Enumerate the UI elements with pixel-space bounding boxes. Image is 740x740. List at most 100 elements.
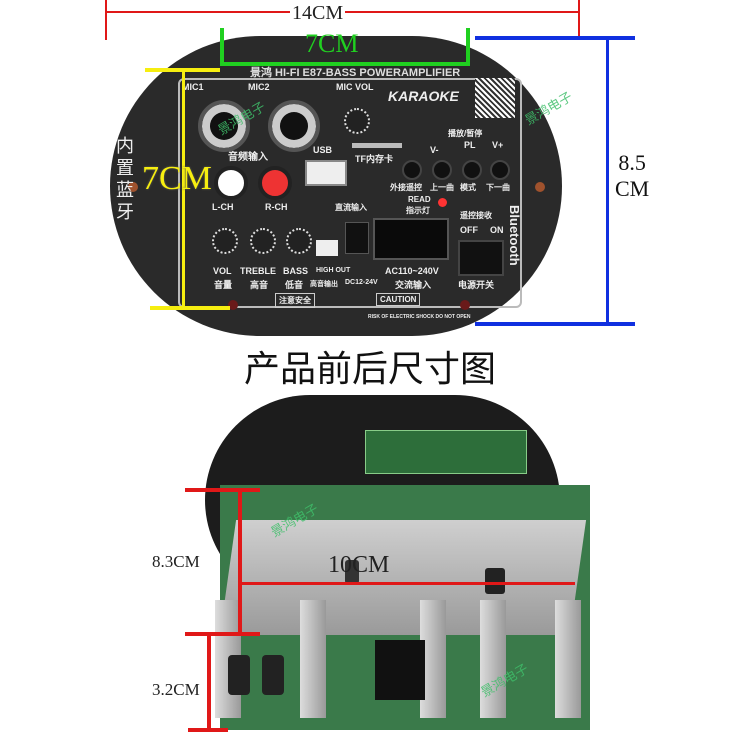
usb-port[interactable] — [305, 160, 347, 186]
label-usb: USB — [313, 145, 333, 155]
bluetooth-module — [365, 430, 527, 474]
dimension-label-14cm: 14CM — [290, 2, 346, 25]
label-remote-rx: 遥控接收 — [460, 211, 492, 220]
heatsink-fin — [555, 600, 581, 718]
label-bass-cn: 低音 — [285, 280, 304, 290]
label-power-switch: 电源开关 — [458, 280, 495, 290]
tf-card-slot[interactable] — [352, 143, 402, 148]
dimension-label-7cm-height: 7CM — [142, 160, 212, 197]
mount-hole — [460, 300, 470, 310]
label-high-out-cn: 高音输出 — [310, 281, 338, 288]
rca-right[interactable] — [258, 166, 292, 200]
capacitor — [485, 568, 505, 594]
power-switch[interactable] — [458, 240, 504, 276]
label-v-minus: V- — [430, 145, 439, 155]
dimension-line-yellow — [150, 306, 230, 310]
mic2-jack[interactable] — [268, 100, 320, 152]
dimension-label-7cm-width: 7CM — [305, 29, 359, 58]
label-vol: VOL — [213, 266, 232, 276]
prev-button[interactable] — [432, 160, 452, 180]
dimension-tick — [578, 0, 580, 40]
dimension-arrow-yellow — [182, 72, 185, 306]
caution-subtext: RISK OF ELECTRIC SHOCK DO NOT OPEN — [368, 314, 471, 320]
dimension-tick — [105, 0, 107, 40]
dimension-line-yellow — [145, 68, 220, 72]
dimension-label-3-2cm: 3.2CM — [150, 680, 202, 700]
ac-socket[interactable] — [373, 218, 449, 260]
label-ac-in: 交流输入 — [395, 280, 432, 290]
high-out-connector[interactable] — [316, 240, 338, 256]
label-bass: BASS — [283, 266, 309, 276]
label-play-pause: 播放/暂停 — [448, 129, 483, 138]
dimension-bracket-7cm — [220, 28, 470, 66]
caution-box: CAUTION — [376, 293, 421, 306]
mount-hole — [128, 182, 138, 192]
amplifier-chip — [375, 640, 425, 700]
bluetooth-label: Bluetooth — [507, 205, 522, 266]
mode-button[interactable] — [462, 160, 482, 180]
dimension-line-blue — [475, 36, 635, 40]
next-button[interactable] — [490, 160, 510, 180]
dimension-label-cm: CM — [615, 176, 650, 201]
label-mic1: MIC1 — [182, 82, 204, 92]
label-rch: R-CH — [265, 202, 288, 212]
capacitor — [345, 560, 359, 584]
mount-hole — [535, 182, 545, 192]
label-ac-range: AC110~240V — [385, 266, 439, 276]
dimension-arrow-blue — [606, 40, 609, 322]
dimension-arrow-8-3 — [238, 492, 242, 632]
label-indicator: 指示灯 — [406, 206, 430, 215]
label-tf: TF内存卡 — [355, 154, 393, 164]
label-audio-in: 音频输入 — [228, 152, 268, 163]
label-mode: 模式 — [460, 183, 476, 192]
heatsink-fin — [480, 600, 506, 718]
label-dc-range: DC12-24V — [345, 279, 378, 286]
rca-left[interactable] — [214, 166, 248, 200]
remote-jack[interactable] — [402, 160, 422, 180]
dimension-line-red — [188, 728, 228, 732]
label-builtin-bluetooth: 内置蓝牙 — [116, 136, 134, 222]
label-prev: 上一曲 — [430, 183, 454, 192]
label-high-out: HIGH OUT — [316, 267, 351, 274]
label-mic2: MIC2 — [248, 82, 270, 92]
status-led — [438, 198, 447, 207]
mount-hole — [228, 300, 238, 310]
capacitor — [262, 655, 284, 695]
label-pl: PL — [464, 140, 476, 150]
label-read: READ — [408, 195, 431, 204]
caption: 产品前后尺寸图 — [243, 349, 496, 390]
dc-jack[interactable] — [345, 222, 369, 254]
dimension-line-blue — [475, 322, 635, 326]
dimension-label-8-3cm: 8.3CM — [150, 552, 202, 572]
treble-knob[interactable] — [250, 228, 276, 254]
label-treble-cn: 高音 — [250, 280, 269, 290]
capacitor — [228, 655, 250, 695]
vol-knob[interactable] — [212, 228, 238, 254]
karaoke-logo: KARAOKE — [388, 88, 459, 104]
mic-vol-knob[interactable] — [344, 108, 370, 134]
mic1-jack[interactable] — [198, 100, 250, 152]
label-v-plus: V+ — [492, 140, 504, 150]
qr-code — [475, 78, 515, 118]
label-ext-remote: 外接遥控 — [390, 183, 422, 192]
dimension-line-red — [185, 488, 260, 492]
label-next: 下一曲 — [486, 183, 510, 192]
label-treble: TREBLE — [240, 266, 276, 276]
label-mic-vol: MIC VOL — [336, 82, 374, 92]
heatsink-fin — [300, 600, 326, 718]
dimension-arrow-10cm — [240, 582, 575, 585]
bass-knob[interactable] — [286, 228, 312, 254]
warning-box: 注意安全 — [275, 293, 315, 308]
label-dc-in: 直流输入 — [335, 203, 367, 212]
dimension-label-8-5: 8.5 — [618, 150, 646, 175]
dimension-line-red — [185, 632, 260, 636]
label-on: ON — [490, 225, 504, 235]
panel-frame — [178, 78, 522, 308]
label-lch: L-CH — [212, 202, 234, 212]
label-vol-cn: 音量 — [214, 280, 233, 290]
panel-title: 景鸿 HI-FI E87-BASS POWERAMPLIFIER — [250, 67, 461, 79]
dimension-arrow-3-2 — [207, 636, 211, 728]
dimension-label-10cm: 10CM — [328, 552, 390, 578]
label-off: OFF — [460, 225, 478, 235]
